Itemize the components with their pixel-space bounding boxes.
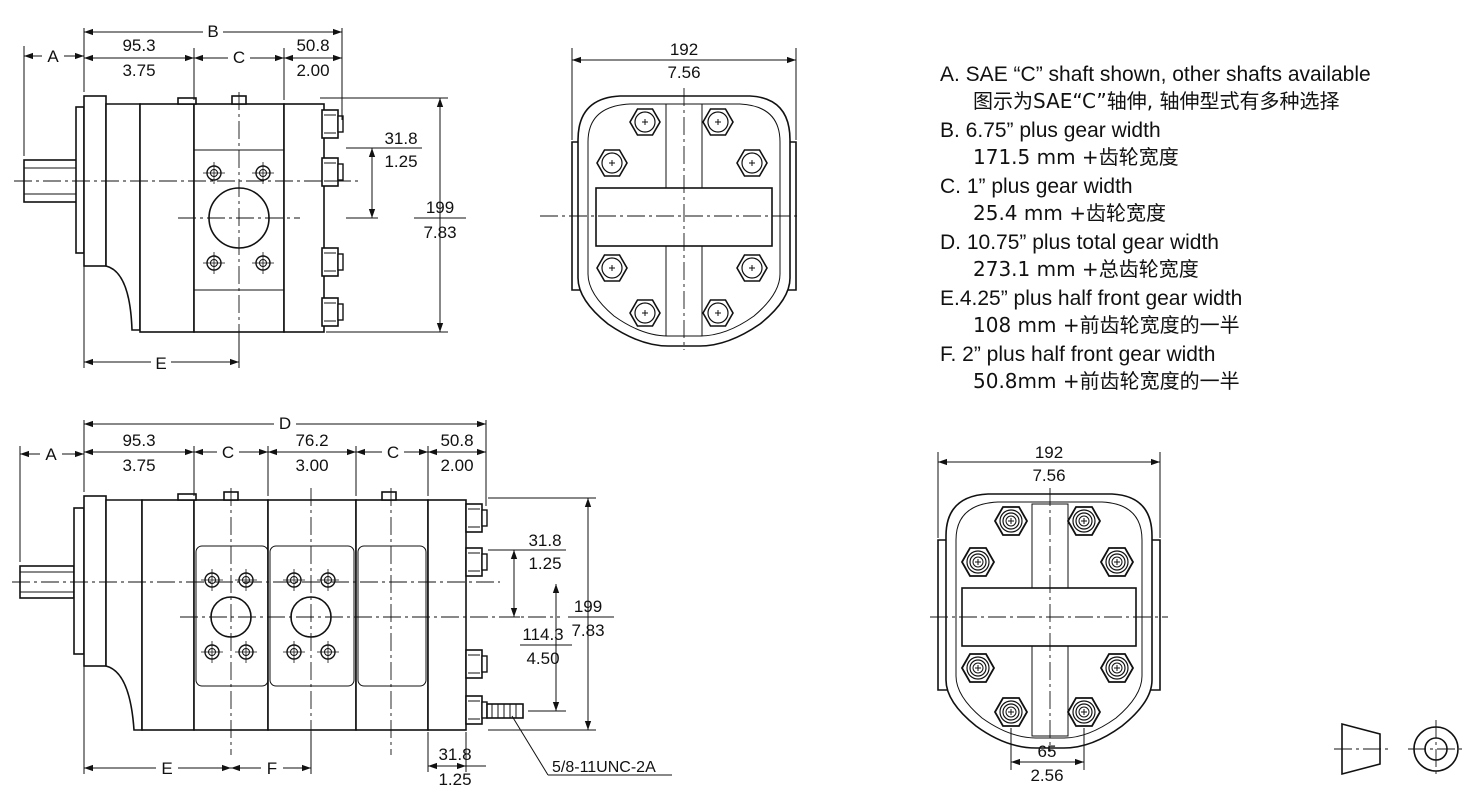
note-b: B. 6.75” plus gear width 171.5 mm +齿轮宽度: [940, 118, 1460, 170]
note-d-english: D. 10.75” plus total gear width: [940, 231, 1219, 254]
dim-7-83: 7.83: [423, 223, 456, 242]
dim-76-2: 76.2: [295, 431, 328, 450]
dim-50-8-b: 50.8: [440, 431, 473, 450]
dim-1-25: 1.25: [384, 152, 417, 171]
thread-callout: 5/8-11UNC-2A: [552, 759, 656, 776]
note-c: C. 1” plus gear width 25.4 mm +齿轮宽度: [940, 174, 1460, 226]
note-c-english: C. 1” plus gear width: [940, 175, 1133, 198]
end-dim-7-56: 7.56: [667, 63, 700, 82]
note-a-chinese: 图示为SAE“C”轴伸, 轴伸型式有多种选择: [973, 89, 1340, 113]
note-e: E.4.25” plus half front gear width 108 m…: [940, 286, 1460, 338]
dim-c-label-2: C: [222, 443, 234, 462]
single-pump-side-view: A B 95.3 3.75 C 50.8 2.00 31.8 1.25 199 …: [14, 22, 466, 373]
dim-31-8: 31.8: [384, 129, 417, 148]
triple-pump-end-view: 192 7.56 65 2.56: [930, 443, 1168, 785]
end-dim-192: 192: [670, 40, 698, 59]
dim-3-75: 3.75: [122, 61, 155, 80]
third-angle-projection-symbol: [1334, 720, 1466, 778]
dim-31-8-c: 31.8: [438, 745, 471, 764]
end-dim-65: 65: [1038, 742, 1057, 761]
note-d-chinese: 273.1 mm +总齿轮宽度: [973, 257, 1199, 281]
dim-4-50: 4.50: [526, 649, 559, 668]
dim-95-3: 95.3: [122, 36, 155, 55]
dim-31-8-b: 31.8: [528, 531, 561, 550]
note-f: F. 2” plus half front gear width 50.8mm …: [940, 342, 1460, 394]
dim-e-label-2: E: [161, 759, 172, 778]
note-f-chinese: 50.8mm +前齿轮宽度的一半: [973, 369, 1240, 393]
dim-2-00-b: 2.00: [440, 456, 473, 475]
dim-b-label: B: [207, 22, 218, 41]
dim-e-label: E: [155, 354, 166, 373]
note-c-chinese: 25.4 mm +齿轮宽度: [973, 201, 1166, 225]
note-f-english: F. 2” plus half front gear width: [940, 343, 1216, 366]
note-a-english: A. SAE “C” shaft shown, other shafts ava…: [940, 63, 1371, 86]
dim-95-3-b: 95.3: [122, 431, 155, 450]
dim-1-25-c: 1.25: [438, 770, 471, 789]
dim-50-8: 50.8: [296, 36, 329, 55]
dim-d-label: D: [279, 414, 291, 433]
dim-1-25-b: 1.25: [528, 554, 561, 573]
dimension-notes: A. SAE “C” shaft shown, other shafts ava…: [940, 62, 1460, 398]
note-a: A. SAE “C” shaft shown, other shafts ava…: [940, 62, 1460, 114]
note-b-english: B. 6.75” plus gear width: [940, 119, 1161, 142]
end-dim-7-56-b: 7.56: [1032, 466, 1065, 485]
note-d: D. 10.75” plus total gear width 273.1 mm…: [940, 230, 1460, 282]
dim-f-label: F: [267, 759, 277, 778]
dim-a-label-2: A: [45, 445, 57, 464]
end-dim-2-56: 2.56: [1030, 766, 1063, 785]
dim-114-3: 114.3: [522, 625, 563, 644]
dim-2-00: 2.00: [296, 61, 329, 80]
dim-3-00: 3.00: [295, 456, 328, 475]
dim-c-label-3: C: [387, 443, 399, 462]
dim-199-b: 199: [574, 597, 602, 616]
note-e-chinese: 108 mm +前齿轮宽度的一半: [973, 313, 1240, 337]
dim-c-label: C: [233, 48, 245, 67]
dim-199: 199: [426, 198, 454, 217]
dim-a-label: A: [47, 47, 59, 66]
note-b-chinese: 171.5 mm +齿轮宽度: [973, 145, 1179, 169]
dim-7-83-b: 7.83: [571, 621, 604, 640]
single-pump-end-view: 192 7.56: [540, 40, 800, 350]
end-dim-192-b: 192: [1035, 443, 1063, 462]
note-e-english: E.4.25” plus half front gear width: [940, 287, 1243, 310]
triple-pump-side-view: A D 95.3 3.75 C 76.2 3.00 C 50.8 2.00 31…: [12, 414, 672, 789]
dim-3-75-b: 3.75: [122, 456, 155, 475]
